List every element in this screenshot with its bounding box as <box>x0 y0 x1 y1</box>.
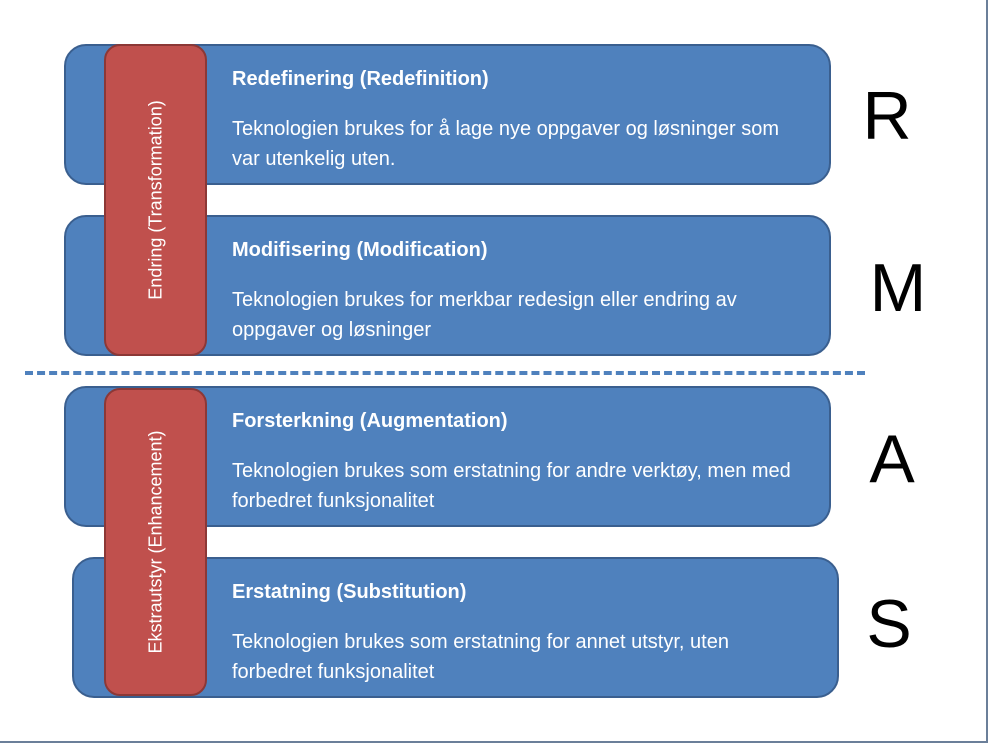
level-description: Teknologien brukes som erstatning for an… <box>232 631 729 683</box>
group-label: Endring (Transformation) <box>145 100 165 300</box>
group-bar-enhancement: Ekstrautstyr (Enhancement) <box>104 388 207 696</box>
level-title: Erstatning (Substitution) <box>232 581 467 603</box>
group-bar-transformation: Endring (Transformation) <box>104 44 207 356</box>
letter-s: S <box>866 586 912 662</box>
level-title: Redefinering (Redefinition) <box>232 68 489 90</box>
level-title: Modifisering (Modification) <box>232 239 488 261</box>
level-title: Forsterkning (Augmentation) <box>232 410 508 432</box>
letter-r: R <box>862 78 912 154</box>
letter-a: A <box>869 421 915 497</box>
level-description: Teknologien brukes for merkbar redesign … <box>232 289 737 341</box>
group-label: Ekstrautstyr (Enhancement) <box>145 430 165 654</box>
level-description: Teknologien brukes som erstatning for an… <box>232 460 791 512</box>
group-divider <box>25 371 865 375</box>
letter-m: M <box>869 250 927 326</box>
level-description: Teknologien brukes for å lage nye oppgav… <box>232 118 779 170</box>
